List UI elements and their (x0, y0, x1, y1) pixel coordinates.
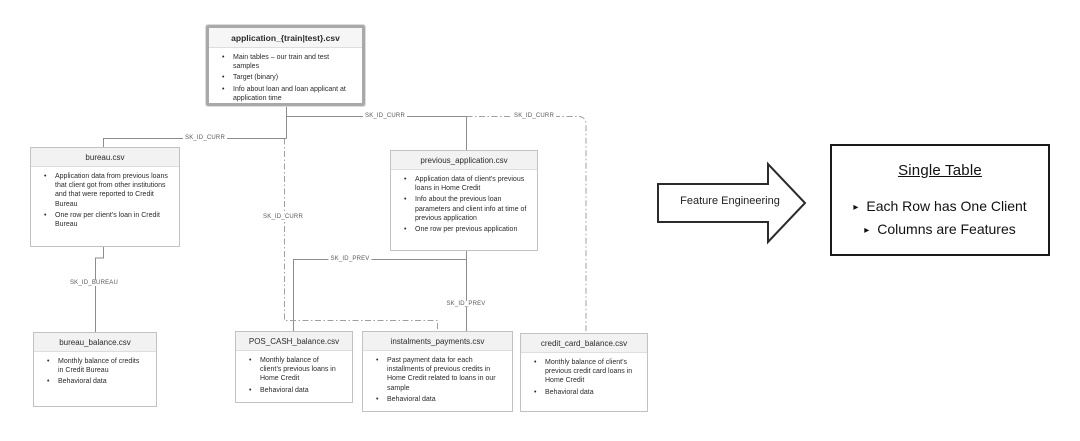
edge-label-bureau-balance: SK_ID_BUREAU (67, 280, 121, 286)
table-bullets: Past payment data for each installments … (363, 356, 512, 404)
single-table-bullet: ▸ Columns are Features (832, 219, 1048, 242)
bullet-item: Monthly balance of client’s previous cre… (534, 358, 635, 386)
table-bullets: Monthly balance of client’s previous cre… (521, 358, 647, 397)
edge-label-app-bottom: SK_ID_CURR (260, 214, 306, 220)
single-table-bullet-text: Columns are Features (877, 221, 1016, 237)
single-table-box: Single Table ▸ Each Row has One Client ▸ C… (830, 144, 1050, 256)
table-bullets: Main tables – our train and test samples… (209, 53, 362, 103)
table-bullets: Monthly balance of credits in Credit Bur… (34, 357, 156, 387)
triangle-bullet-icon: ▸ (853, 202, 859, 213)
bullet-item: Behavioral data (249, 386, 340, 395)
single-table-bullet: ▸ Each Row has One Client (832, 196, 1048, 219)
table-title-instalments-payments: instalments_payments.csv (363, 332, 512, 351)
bullet-item: Past payment data for each installments … (376, 356, 502, 393)
edge-previous-pos-cash (293, 259, 467, 331)
table-box-pos-cash-balance: POS_CASH_balance.csv Monthly balance of … (235, 331, 353, 403)
triangle-bullet-icon: ▸ (864, 225, 870, 236)
bullet-item: One row per previous application (404, 225, 527, 234)
feature-engineering-label: Feature Engineering (680, 195, 780, 207)
table-title-pos-cash-balance: POS_CASH_balance.csv (236, 332, 352, 351)
bullet-item: Monthly balance of client’s previous loa… (249, 356, 340, 384)
bullet-item: Info about the previous loan parameters … (404, 195, 527, 223)
bullet-item: Application data of client’s previous lo… (404, 175, 527, 193)
bullet-item: Info about loan and loan applicant at ap… (222, 85, 352, 103)
table-title-previous-application: previous_application.csv (391, 151, 537, 170)
table-box-instalments-payments: instalments_payments.csv Past payment da… (362, 331, 513, 412)
table-title-application: application_{train|test}.csv (209, 28, 362, 48)
edge-label-previous-instalments: SK_ID_PREV (444, 301, 488, 307)
table-box-previous-application: previous_application.csv Application dat… (390, 150, 538, 251)
table-title-bureau-balance: bureau_balance.csv (34, 333, 156, 352)
edge-label-app-credit-card: SK_ID_CURR (511, 113, 557, 119)
edge-bureau-bureau-balance (95, 247, 104, 332)
block-arrow-shape (657, 161, 807, 245)
feature-engineering-arrow (657, 161, 807, 245)
edge-label-previous-pos: SK_ID_PREV (328, 256, 372, 262)
single-table-title: Single Table (898, 162, 982, 179)
single-table-bullets: ▸ Each Row has One Client ▸ Columns are Fe… (832, 196, 1048, 242)
edge-app-credit-card-dashdot (466, 116, 587, 333)
table-bullets: Monthly balance of client’s previous loa… (236, 356, 352, 395)
table-box-credit-card-balance: credit_card_balance.csv Monthly balance … (520, 333, 648, 412)
bullet-item: Main tables – our train and test samples (222, 53, 352, 71)
bullet-item: One row per client’s loan in Credit Bure… (44, 211, 169, 229)
bullet-item: Behavioral data (534, 388, 635, 397)
bullet-item: Monthly balance of credits in Credit Bur… (47, 357, 144, 375)
table-title-credit-card-balance: credit_card_balance.csv (521, 334, 647, 353)
edge-label-app-previous: SK_ID_CURR (362, 113, 408, 119)
edge-app-bottom-dashdot (284, 138, 438, 331)
table-bullets: Application data of client’s previous lo… (391, 175, 537, 235)
edge-app-previous-application (286, 116, 467, 150)
bullet-item: Target (binary) (222, 73, 352, 82)
table-bullets: Application data from previous loans tha… (31, 172, 179, 229)
bullet-item: Behavioral data (47, 377, 144, 386)
edge-label-app-bureau: SK_ID_CURR (182, 135, 228, 141)
single-table-bullet-text: Each Row has One Client (866, 198, 1027, 214)
bullet-item: Behavioral data (376, 395, 502, 404)
table-box-application: application_{train|test}.csv Main tables… (205, 24, 366, 107)
bullet-item: Application data from previous loans tha… (44, 172, 169, 209)
table-title-bureau: bureau.csv (31, 148, 179, 167)
table-box-bureau: bureau.csv Application data from previou… (30, 147, 180, 247)
table-box-bureau-balance: bureau_balance.csv Monthly balance of cr… (33, 332, 157, 407)
